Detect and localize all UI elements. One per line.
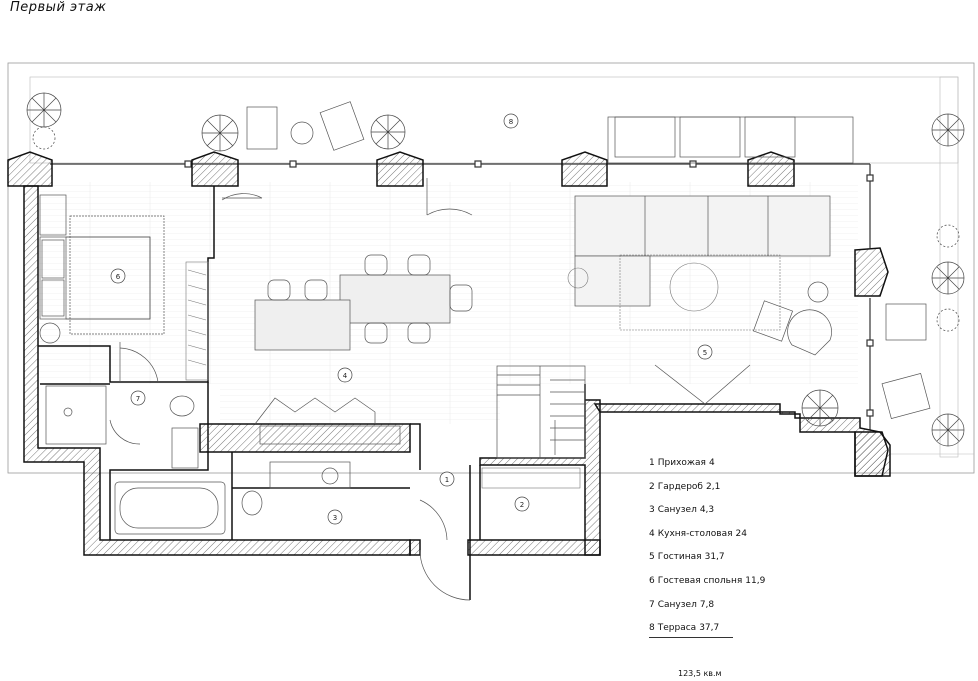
bed xyxy=(39,194,165,344)
total-area: 123,5 кв.м xyxy=(678,669,722,678)
legend-room-area: 24 xyxy=(735,528,747,539)
glass-facade xyxy=(50,160,874,430)
columns xyxy=(7,151,889,297)
interior-walls xyxy=(38,186,481,600)
room-marker-5 xyxy=(697,344,713,360)
doors xyxy=(109,178,473,601)
legend-room-area: 37,7 xyxy=(699,623,720,634)
terrace-furniture xyxy=(246,101,931,419)
legend-number: 5 xyxy=(649,552,655,563)
legend-number: 4 xyxy=(649,528,655,539)
room-marker-6 xyxy=(110,268,126,284)
legend-number: 7 xyxy=(649,599,655,610)
room-number-1: 1 xyxy=(445,476,449,484)
room-number-6: 6 xyxy=(116,273,121,281)
stairs xyxy=(496,365,586,459)
room-number-5: 5 xyxy=(703,349,707,357)
room-number-8: 8 xyxy=(509,118,513,126)
chairs xyxy=(267,254,473,344)
legend-room-area: 4,3 xyxy=(699,505,715,516)
exterior-walls xyxy=(23,185,891,556)
plan-title: Первый этаж xyxy=(10,0,107,15)
legend-number: 1 xyxy=(649,458,655,468)
kitchen-counter xyxy=(254,397,401,445)
dining-table xyxy=(254,274,451,351)
room-marker-4 xyxy=(337,367,353,383)
legend-number: 8 xyxy=(649,623,655,634)
room-marker-3 xyxy=(327,509,343,525)
legend-room-area: 7,8 xyxy=(699,599,715,610)
room-number-4: 4 xyxy=(343,372,348,380)
legend-room-area: 2,1 xyxy=(705,481,721,492)
room-marker-1 xyxy=(439,471,455,487)
room-markers xyxy=(110,113,713,525)
legend-number: 6 xyxy=(649,575,655,586)
wardrobe-shelves xyxy=(185,261,209,381)
room-marker-8 xyxy=(503,113,519,129)
room-marker-7 xyxy=(130,390,146,406)
bathroom-fixtures xyxy=(45,385,351,535)
living-rug xyxy=(567,254,781,331)
closet xyxy=(481,467,581,489)
plants xyxy=(26,92,965,447)
legend-room-area: 11,9 xyxy=(745,575,766,586)
room-number-3: 3 xyxy=(333,514,337,522)
legend-number: 3 xyxy=(649,505,655,516)
legend-number: 2 xyxy=(649,481,655,492)
legend-room-name: Гостиная xyxy=(657,552,702,563)
legend-room-name: Санузел xyxy=(657,505,697,516)
legend-room-name: Гардероб xyxy=(657,481,703,492)
legend-room-name: Прихожая xyxy=(657,458,706,468)
legend-room-area: 4 xyxy=(708,458,715,468)
armchairs xyxy=(752,281,832,356)
room-marker-2 xyxy=(514,496,530,512)
legend-room-name: Терраса xyxy=(657,623,697,634)
legend-room-name: Кухня-столовая xyxy=(657,528,733,539)
legend-room-area: 31,7 xyxy=(704,552,725,563)
legend-room-name: Гостевая спольня xyxy=(657,575,743,586)
room-number-7: 7 xyxy=(136,395,140,403)
legend-room-name: Санузел xyxy=(657,599,697,610)
tv-unit xyxy=(654,364,751,405)
room-number-2: 2 xyxy=(520,501,524,509)
legend-divider xyxy=(649,637,733,638)
